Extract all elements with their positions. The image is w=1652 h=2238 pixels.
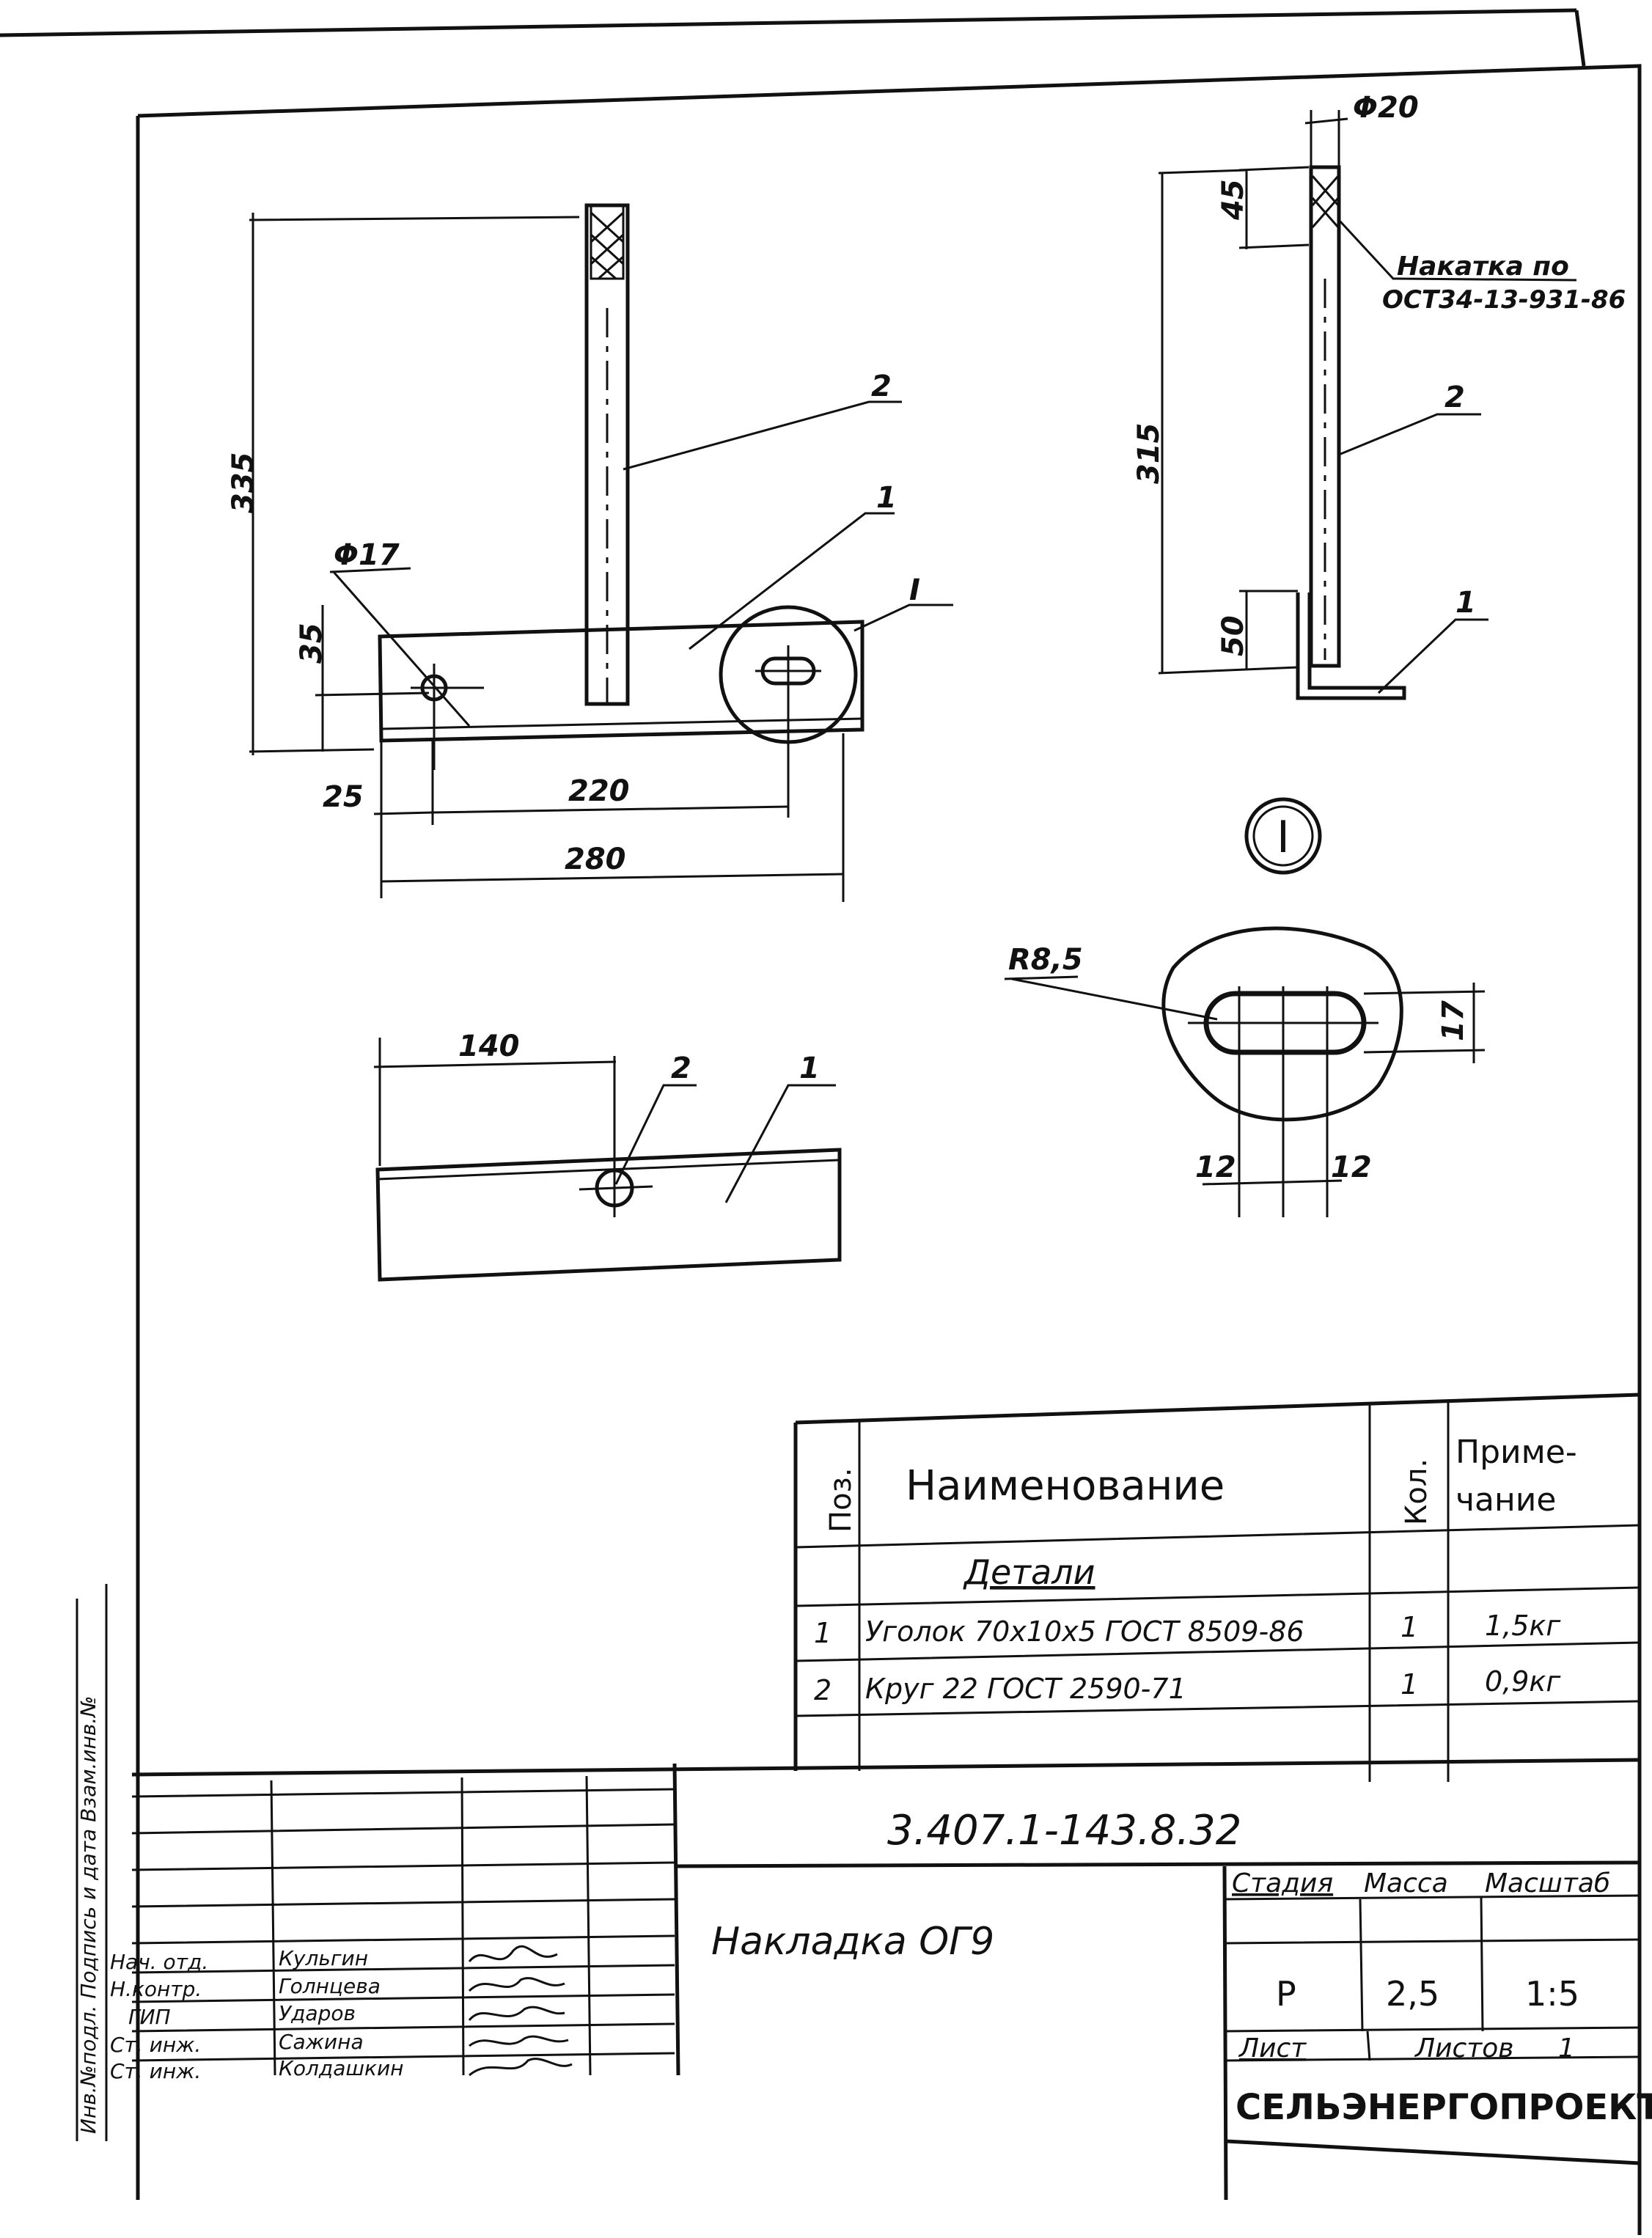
dim-height-335: 335 bbox=[227, 452, 260, 514]
table-row: 1 Уголок 70х10х5 ГОСТ 8509-86 1 1,5кг bbox=[814, 1610, 1561, 1649]
top-view: 140 2 1 bbox=[373, 1030, 842, 1282]
mass-value: 2,5 bbox=[1386, 1974, 1439, 2014]
svg-text:1: 1 bbox=[1400, 1611, 1418, 1643]
main-view: 335 Φ17 35 25 220 280 2 1 I bbox=[227, 203, 953, 902]
signature-row: Нач. отд. Кульгин bbox=[110, 1946, 368, 1974]
detail-view: I R8,5 17 12 12 bbox=[1004, 797, 1486, 1217]
svg-text:Сажина: Сажина bbox=[279, 2030, 364, 2054]
svg-text:1,5кг: 1,5кг bbox=[1485, 1610, 1561, 1642]
header-note-1: Приме- bbox=[1455, 1434, 1577, 1471]
side-stamp: Инв.№подл. Подпись и дата Взам.инв.№ bbox=[76, 1696, 100, 2134]
signature-row: Н.контр. Голнцева bbox=[110, 1974, 381, 2001]
dim-knurl-45: 45 bbox=[1216, 179, 1250, 221]
sheets-value: 1 bbox=[1558, 2033, 1575, 2063]
table-row: 2 Круг 22 ГОСТ 2590-71 1 0,9кг bbox=[814, 1665, 1561, 1706]
svg-text:1: 1 bbox=[1400, 1668, 1418, 1700]
dim-spacing-220: 220 bbox=[568, 774, 630, 808]
sheet-frame bbox=[136, 64, 1642, 2235]
svg-text:0,9кг: 0,9кг bbox=[1485, 1665, 1561, 1698]
svg-text:Нач. отд.: Нач. отд. bbox=[110, 1950, 208, 1974]
signature-row: Ст. инж. Сажина bbox=[110, 2030, 364, 2057]
top-callout-rod: 2 bbox=[671, 1052, 691, 1085]
header-qty: Кол. bbox=[1400, 1459, 1433, 1525]
dim-width-17: 17 bbox=[1436, 1000, 1470, 1041]
svg-text:Голнцева: Голнцева bbox=[279, 1974, 381, 1998]
header-name: Наименование bbox=[906, 1462, 1225, 1510]
callout-angle: 1 bbox=[876, 481, 897, 515]
title-block: Инв.№подл. Подпись и дата Взам.инв.№ 3.4… bbox=[76, 1584, 1652, 2201]
scale-value: 1:5 bbox=[1525, 1974, 1579, 2014]
section-details: Детали bbox=[963, 1552, 1095, 1592]
dim-left-12: 12 bbox=[1195, 1151, 1236, 1184]
knurl-note-line1: Накатка по bbox=[1397, 252, 1569, 282]
mass-label: Масса bbox=[1364, 1868, 1448, 1898]
specification-table: Поз. Наименование Кол. Приме- чание Дета… bbox=[793, 1393, 1640, 1782]
dim-rod-315: 315 bbox=[1132, 423, 1166, 485]
dim-diameter-20: Φ20 bbox=[1353, 91, 1419, 125]
svg-text:2: 2 bbox=[814, 1674, 831, 1706]
header-pos: Поз. bbox=[824, 1467, 858, 1533]
dim-hole-diameter: Φ17 bbox=[334, 538, 400, 572]
dim-hole-offset: 35 bbox=[295, 623, 328, 664]
organization: СЕЛЬЭНЕРГОПРОЕКТ bbox=[1236, 2087, 1652, 2128]
scale-label: Масштаб bbox=[1485, 1868, 1610, 1898]
signature-row: ГИП Ударов bbox=[128, 2001, 356, 2029]
side-callout-rod: 2 bbox=[1444, 381, 1465, 414]
svg-text:Колдашкин: Колдашкин bbox=[279, 2056, 403, 2080]
callout-rod: 2 bbox=[871, 370, 892, 403]
dim-offset-140: 140 bbox=[458, 1030, 520, 1063]
header-note-2: чание bbox=[1455, 1481, 1556, 1519]
svg-text:ГИП: ГИП bbox=[128, 2005, 171, 2029]
sheet-label: Лист bbox=[1238, 2033, 1307, 2063]
dim-right-12: 12 bbox=[1331, 1151, 1372, 1184]
sheets-label: Листов bbox=[1414, 2033, 1513, 2063]
side-callout-angle: 1 bbox=[1455, 586, 1476, 620]
detail-label: I bbox=[1277, 812, 1290, 863]
part-title: Накладка ОГ9 bbox=[711, 1920, 994, 1964]
svg-text:Ст. инж.: Ст. инж. bbox=[110, 2033, 201, 2057]
svg-text:Круг 22 ГОСТ 2590-71: Круг 22 ГОСТ 2590-71 bbox=[865, 1673, 1186, 1705]
side-view: Φ20 45 315 50 Накатка по ОСТ34-13-931-86… bbox=[1132, 91, 1626, 700]
svg-text:Ударов: Ударов bbox=[279, 2001, 356, 2025]
doc-code: 3.407.1-143.8.32 bbox=[887, 1807, 1241, 1854]
svg-text:Кульгин: Кульгин bbox=[279, 1946, 368, 1970]
stage-value: Р bbox=[1276, 1974, 1296, 2014]
svg-text:Уголок 70х10х5 ГОСТ 8509-86: Уголок 70х10х5 ГОСТ 8509-86 bbox=[865, 1615, 1304, 1648]
handwritten-signatures bbox=[468, 1945, 573, 2077]
knurl-note-line2: ОСТ34-13-931-86 bbox=[1382, 285, 1626, 315]
svg-text:Н.контр.: Н.контр. bbox=[110, 1977, 202, 2001]
dim-radius: R8,5 bbox=[1008, 943, 1083, 977]
stage-label: Стадия bbox=[1232, 1868, 1333, 1898]
top-callout-angle: 1 bbox=[799, 1052, 820, 1085]
dim-length-280: 280 bbox=[565, 843, 626, 876]
dim-bottom-50: 50 bbox=[1216, 615, 1250, 656]
signature-row: Ст. инж. Колдашкин bbox=[110, 2056, 403, 2083]
svg-text:Ст. инж.: Ст. инж. bbox=[110, 2059, 201, 2083]
callout-detail: I bbox=[909, 573, 920, 607]
dim-left-25: 25 bbox=[323, 780, 364, 814]
svg-text:1: 1 bbox=[814, 1617, 831, 1649]
